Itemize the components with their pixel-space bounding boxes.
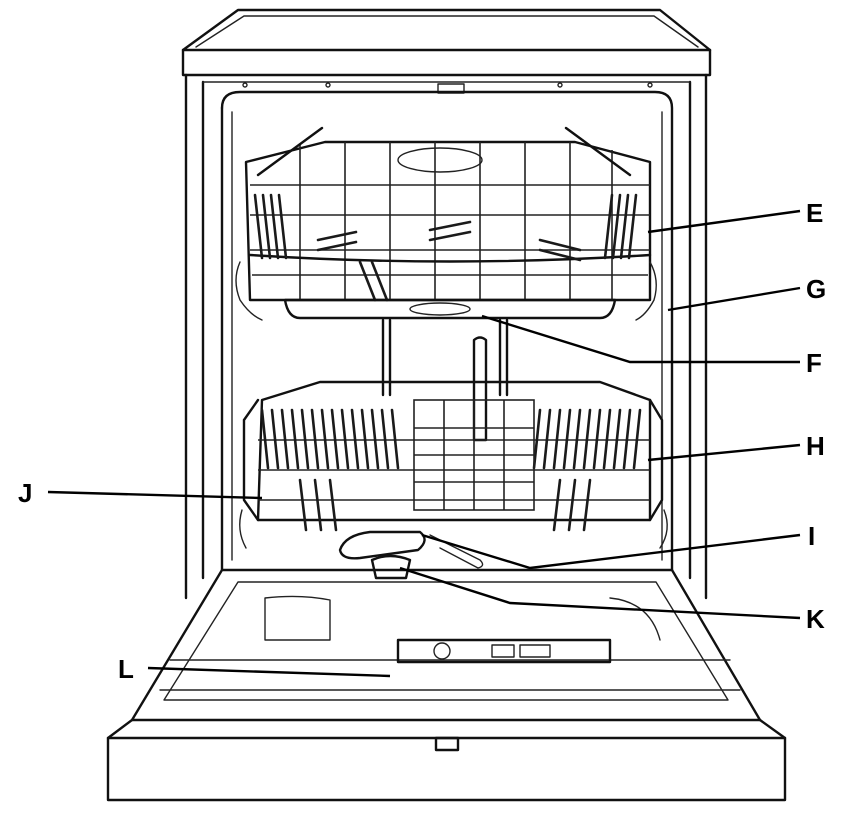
label-i: I bbox=[808, 521, 815, 551]
dishwasher-door bbox=[106, 568, 787, 802]
label-h: H bbox=[806, 431, 825, 461]
leader-k bbox=[399, 566, 801, 620]
leader-h bbox=[647, 443, 801, 462]
leader-e bbox=[647, 209, 801, 234]
dishwasher-worktop bbox=[181, 8, 712, 77]
leader-j bbox=[47, 490, 263, 500]
label-g: G bbox=[806, 274, 826, 304]
lower-spray-arm bbox=[338, 530, 484, 569]
part-labels: E G F H J I K L bbox=[18, 198, 826, 684]
basket-rails bbox=[381, 318, 509, 442]
label-k: K bbox=[806, 604, 825, 634]
label-f: F bbox=[806, 348, 822, 378]
leader-g bbox=[667, 286, 801, 312]
lower-basket bbox=[239, 380, 668, 549]
label-l: L bbox=[118, 654, 134, 684]
leader-lines bbox=[47, 209, 801, 678]
filter-assembly bbox=[370, 554, 412, 580]
upper-basket bbox=[235, 126, 657, 321]
leader-f bbox=[481, 314, 800, 364]
leader-l bbox=[147, 666, 391, 678]
label-j: J bbox=[18, 478, 32, 508]
label-e: E bbox=[806, 198, 823, 228]
leader-i bbox=[421, 533, 801, 570]
detergent-dispenser bbox=[396, 638, 612, 664]
upper-spray-arm bbox=[283, 298, 617, 320]
